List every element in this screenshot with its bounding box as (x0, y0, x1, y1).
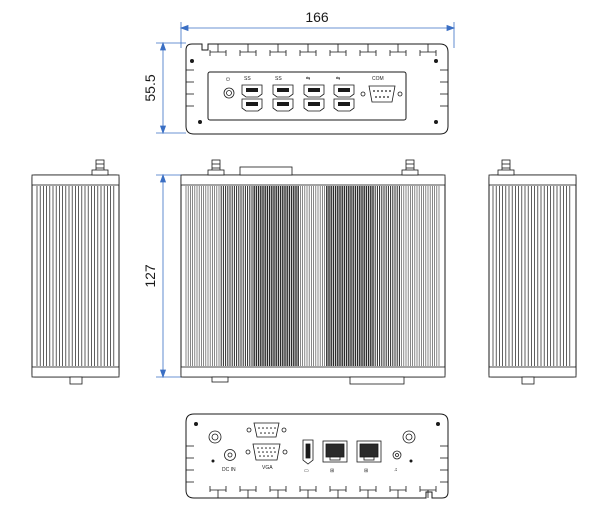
screw-icon (194, 422, 198, 426)
dc-jack-icon (224, 449, 236, 461)
usb-port-tongue (338, 88, 350, 92)
width-label: 166 (305, 9, 329, 25)
rear-chassis (185, 413, 449, 499)
power-button-icon (223, 87, 235, 99)
lan-port-icon (322, 440, 348, 463)
audio-jack-icon (392, 450, 402, 460)
usb-ports (241, 84, 355, 112)
usb-symbol-icon: ⇆ (306, 76, 310, 82)
usb-port-tongue (246, 102, 258, 106)
fin (239, 486, 257, 498)
antenna-connector-icon (401, 159, 419, 176)
right-side-view (488, 159, 577, 385)
antenna-connector-icon (497, 159, 515, 176)
usb-port-tongue (308, 88, 320, 92)
height-dimension (156, 41, 186, 135)
front-side-fins (186, 69, 448, 107)
lan-symbol-icon: ⊞ (364, 468, 368, 474)
power-symbol-icon: ⏻ (226, 77, 230, 83)
screw-icon (434, 59, 438, 63)
fin (209, 486, 227, 498)
rear-view: DC IN VGA ▭ (185, 413, 449, 499)
usb-label-1: SS (244, 76, 251, 82)
audio-symbol-icon: ♫ (394, 467, 398, 473)
screw-icon (190, 59, 194, 63)
fin (299, 486, 317, 498)
screw-icon (434, 120, 438, 124)
usb-port-tongue (338, 102, 350, 106)
fin (329, 486, 347, 498)
fin (209, 44, 227, 56)
fin (389, 486, 407, 498)
screw-icon (211, 459, 413, 463)
lan-symbol-icon: ⊞ (330, 468, 334, 474)
usb-port-tongue (277, 88, 289, 92)
fin (329, 44, 347, 56)
front-top-fins (209, 44, 437, 56)
foot-icon (69, 376, 83, 385)
fin (299, 44, 317, 56)
dc-in-label: DC IN (222, 467, 236, 473)
com-port-icon (360, 85, 403, 103)
fin (269, 44, 287, 56)
fin (269, 486, 287, 498)
fin (389, 44, 407, 56)
antenna-hole-icon (208, 430, 222, 444)
usb-port-tongue (308, 102, 320, 106)
antenna-hole-icon (402, 430, 416, 444)
fin (419, 486, 437, 498)
fin (359, 486, 377, 498)
vga-port-icon (245, 443, 288, 461)
foot-icon (521, 376, 535, 385)
fin (239, 44, 257, 56)
usb-label-2: SS (275, 76, 282, 82)
top-view (180, 159, 446, 385)
serial-port-icon (246, 422, 287, 438)
usb-port-tongue (277, 102, 289, 106)
com-label: COM (372, 76, 384, 82)
antenna-connector-icon (91, 159, 109, 176)
hdmi-port-icon (302, 439, 314, 465)
lan-port-icon (356, 440, 382, 463)
fin (419, 44, 437, 56)
top-connector-block (239, 166, 293, 176)
screw-icon (198, 120, 202, 124)
width-dimension (179, 22, 456, 48)
hdmi-symbol-icon: ▭ (304, 468, 309, 474)
vga-label: VGA (262, 465, 273, 471)
usb-symbol-icon: ⇆ (336, 76, 340, 82)
left-side-view (31, 159, 120, 385)
bottom-connector-block (211, 376, 229, 383)
screw-icon (436, 422, 440, 426)
depth-label: 127 (142, 264, 158, 288)
fin (359, 44, 377, 56)
front-view: 166 55.5 ⏻ (142, 9, 456, 135)
antenna-connector-icon (207, 159, 225, 176)
usb-port-tongue (246, 88, 258, 92)
bottom-connector-block (349, 376, 405, 385)
height-label: 55.5 (142, 74, 158, 101)
